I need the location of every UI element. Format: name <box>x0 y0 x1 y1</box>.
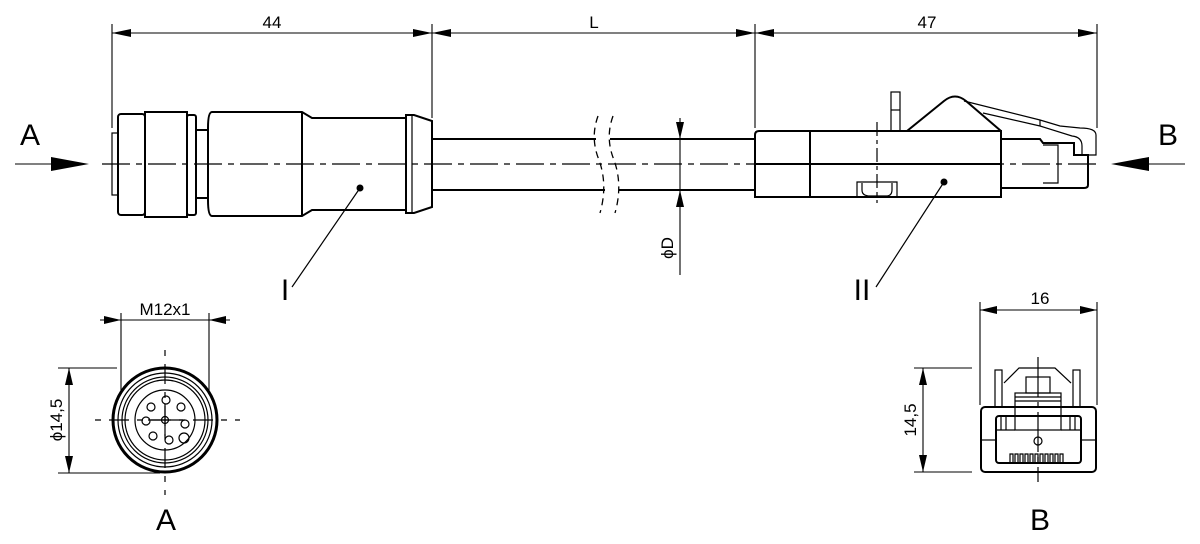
connector-i-m12: I <box>111 111 433 307</box>
end-view-a-label: A <box>156 504 176 537</box>
dimension-m12-diameter-label: ϕ14,5 <box>47 399 66 442</box>
view-arrow-a-label: A <box>20 119 40 152</box>
dimension-m12-label: M12x1 <box>139 300 190 319</box>
part-label-i: I <box>281 274 289 307</box>
dimension-L-label: L <box>589 13 598 32</box>
view-arrow-a: A <box>15 119 89 171</box>
top-dimensions: 44 L 47 <box>111 13 1098 128</box>
dimension-rj45-height-label: 14,5 <box>901 403 920 436</box>
dimension-44: 44 <box>112 13 432 37</box>
part-label-ii: II <box>854 274 871 307</box>
dimension-44-label: 44 <box>263 13 282 32</box>
rj45-contacts <box>1009 453 1064 463</box>
cable-break-mark <box>593 115 605 214</box>
cable: ϕD <box>432 115 755 275</box>
end-view-b: 16 14,5 <box>901 289 1098 537</box>
dimension-diameter-d-label: ϕD <box>658 237 677 259</box>
end-view-a: M12x1 ϕ14,5 A <box>47 300 240 537</box>
connector-ii-rj45: II <box>754 91 1097 307</box>
dimension-L: L <box>432 13 755 37</box>
view-arrow-b: B <box>1111 119 1185 171</box>
dimension-diameter-d: ϕD <box>658 118 684 275</box>
dimension-47: 47 <box>755 13 1097 37</box>
dimension-16-label: 16 <box>1031 289 1050 308</box>
view-arrow-b-label: B <box>1158 119 1178 152</box>
end-view-b-label: B <box>1030 504 1050 537</box>
dimension-47-label: 47 <box>918 13 937 32</box>
